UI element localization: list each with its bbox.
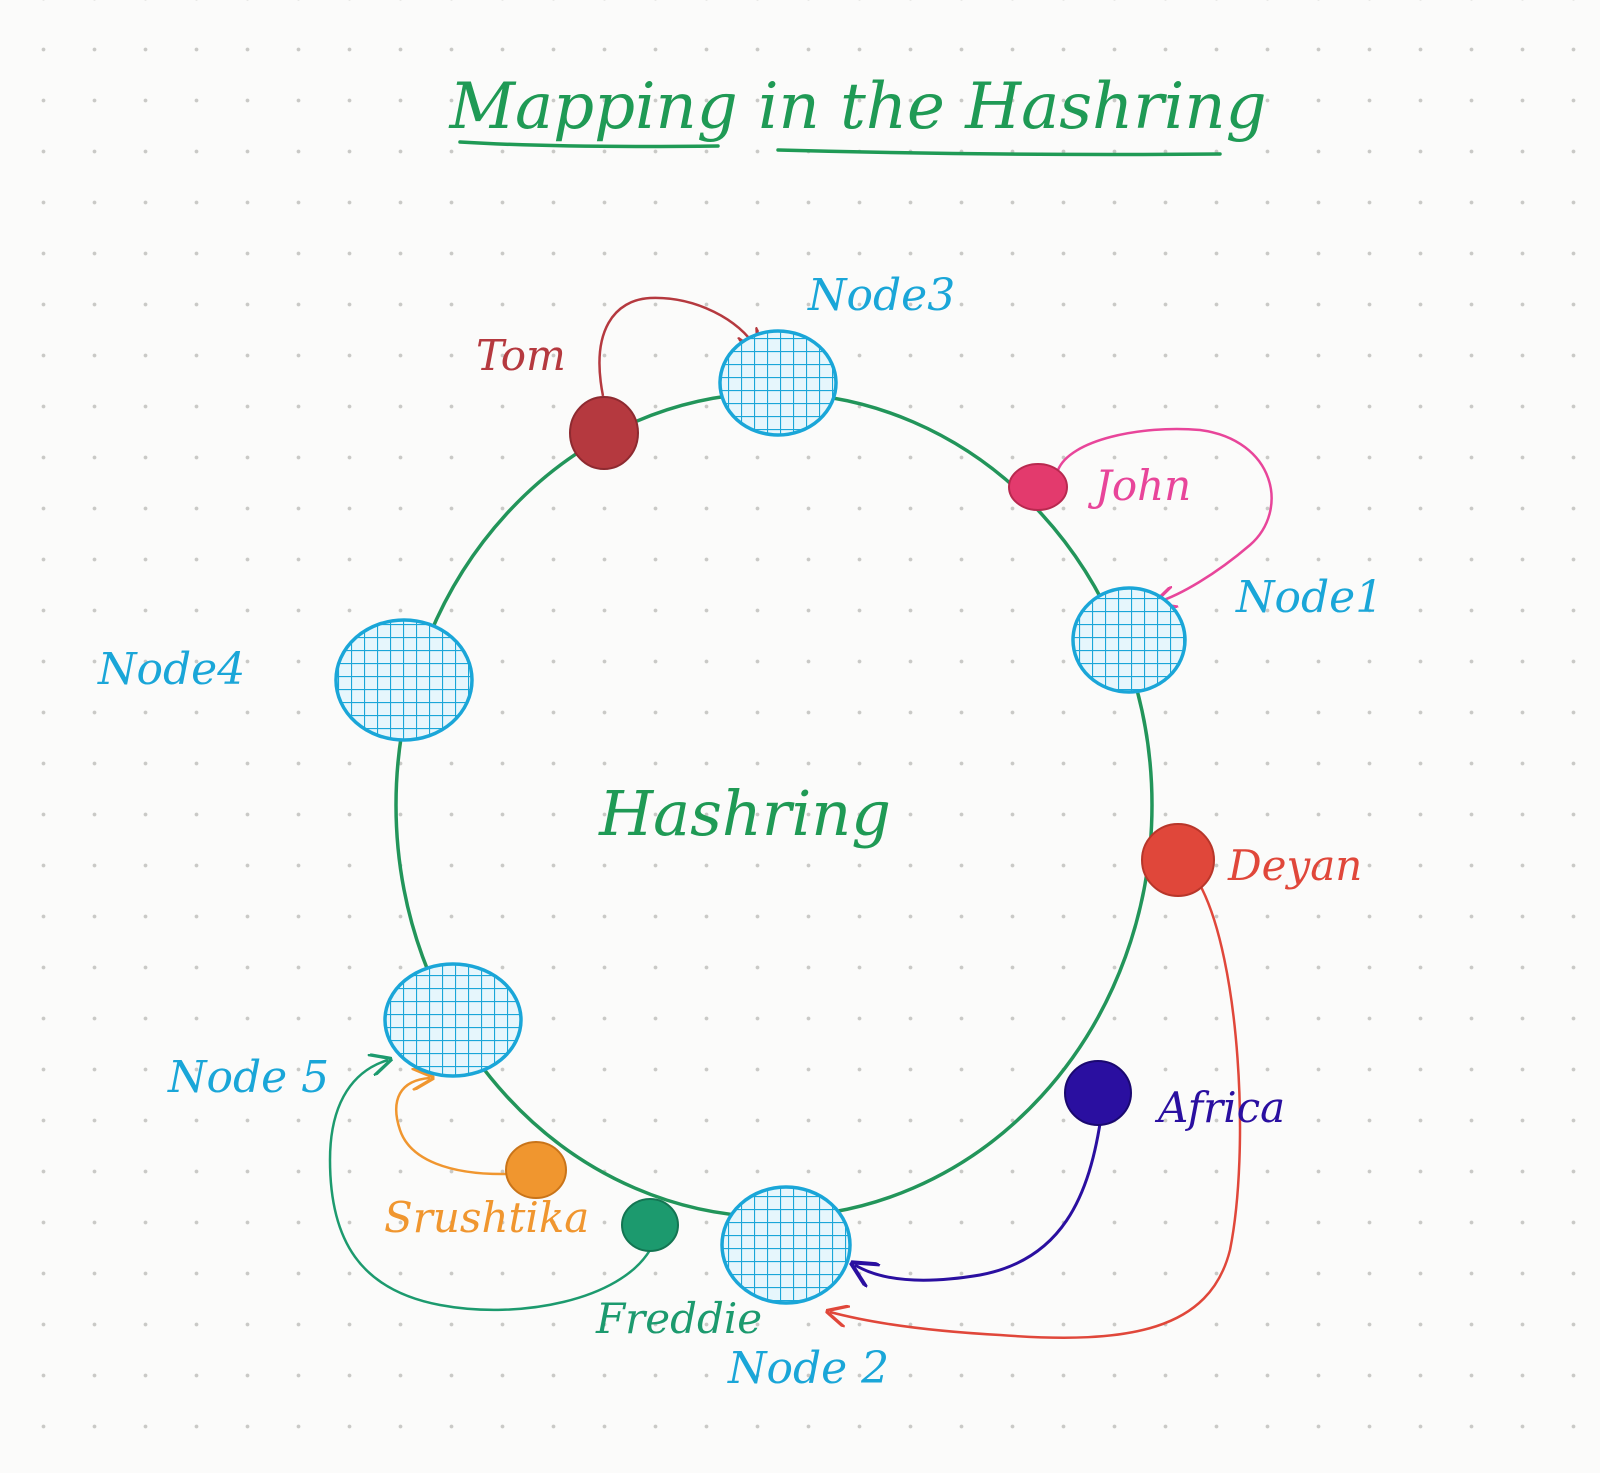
arrow-john-to-node1 xyxy=(1056,427,1273,602)
node-2-label: Node 2 xyxy=(727,1343,889,1394)
node-1-label: Node1 xyxy=(1235,572,1383,623)
key-srushtika: Srushtika xyxy=(384,1141,589,1242)
node-1-circle xyxy=(1071,586,1187,694)
key-freddie: Freddie xyxy=(595,1198,762,1343)
node-2-circle xyxy=(720,1185,852,1305)
title-underline-left xyxy=(458,140,720,149)
arrow-deyan-to-node2 xyxy=(830,884,1242,1339)
node-3-label: Node3 xyxy=(807,270,955,321)
key-srushtika-label: Srushtika xyxy=(384,1193,589,1242)
key-srushtika-dot xyxy=(505,1141,567,1199)
arrow-freddie-to-node5 xyxy=(328,1060,652,1312)
key-africa: Africa xyxy=(1064,1060,1285,1132)
key-freddie-label: Freddie xyxy=(595,1294,762,1343)
title-text: Mapping in the Hashring xyxy=(448,70,1266,144)
arrow-tom-to-node3 xyxy=(598,296,756,397)
node-1: Node1 xyxy=(1071,572,1383,694)
node-3: Node3 xyxy=(718,270,955,437)
title-underline-right xyxy=(776,148,1222,157)
key-tom-label: Tom xyxy=(476,331,566,380)
key-freddie-dot xyxy=(621,1198,679,1252)
key-tom-dot xyxy=(569,396,639,470)
key-john-dot xyxy=(1008,463,1068,511)
node-5: Node 5 xyxy=(167,962,523,1103)
key-john: John xyxy=(1008,461,1191,511)
arrow-srushtika-to-node5 xyxy=(395,1078,509,1176)
key-deyan-label: Deyan xyxy=(1227,841,1362,890)
key-africa-dot xyxy=(1064,1060,1132,1126)
key-tom: Tom xyxy=(476,331,639,470)
node-4-circle xyxy=(334,618,474,742)
key-africa-label: Africa xyxy=(1154,1083,1285,1132)
node-2: Node 2 xyxy=(720,1185,889,1394)
node-3-circle xyxy=(718,329,838,437)
key-deyan: Deyan xyxy=(1141,823,1362,897)
node-4-label: Node4 xyxy=(97,644,245,695)
arrow-africa-to-node2 xyxy=(855,1109,1104,1280)
key-deyan-dot xyxy=(1141,823,1215,897)
diagram-title: Mapping in the Hashring xyxy=(448,70,1267,157)
key-john-label: John xyxy=(1087,461,1191,510)
node-5-circle xyxy=(383,962,523,1078)
node-4: Node4 xyxy=(97,618,474,742)
ring-label: Hashring xyxy=(598,777,891,850)
node-5-label: Node 5 xyxy=(167,1052,329,1103)
